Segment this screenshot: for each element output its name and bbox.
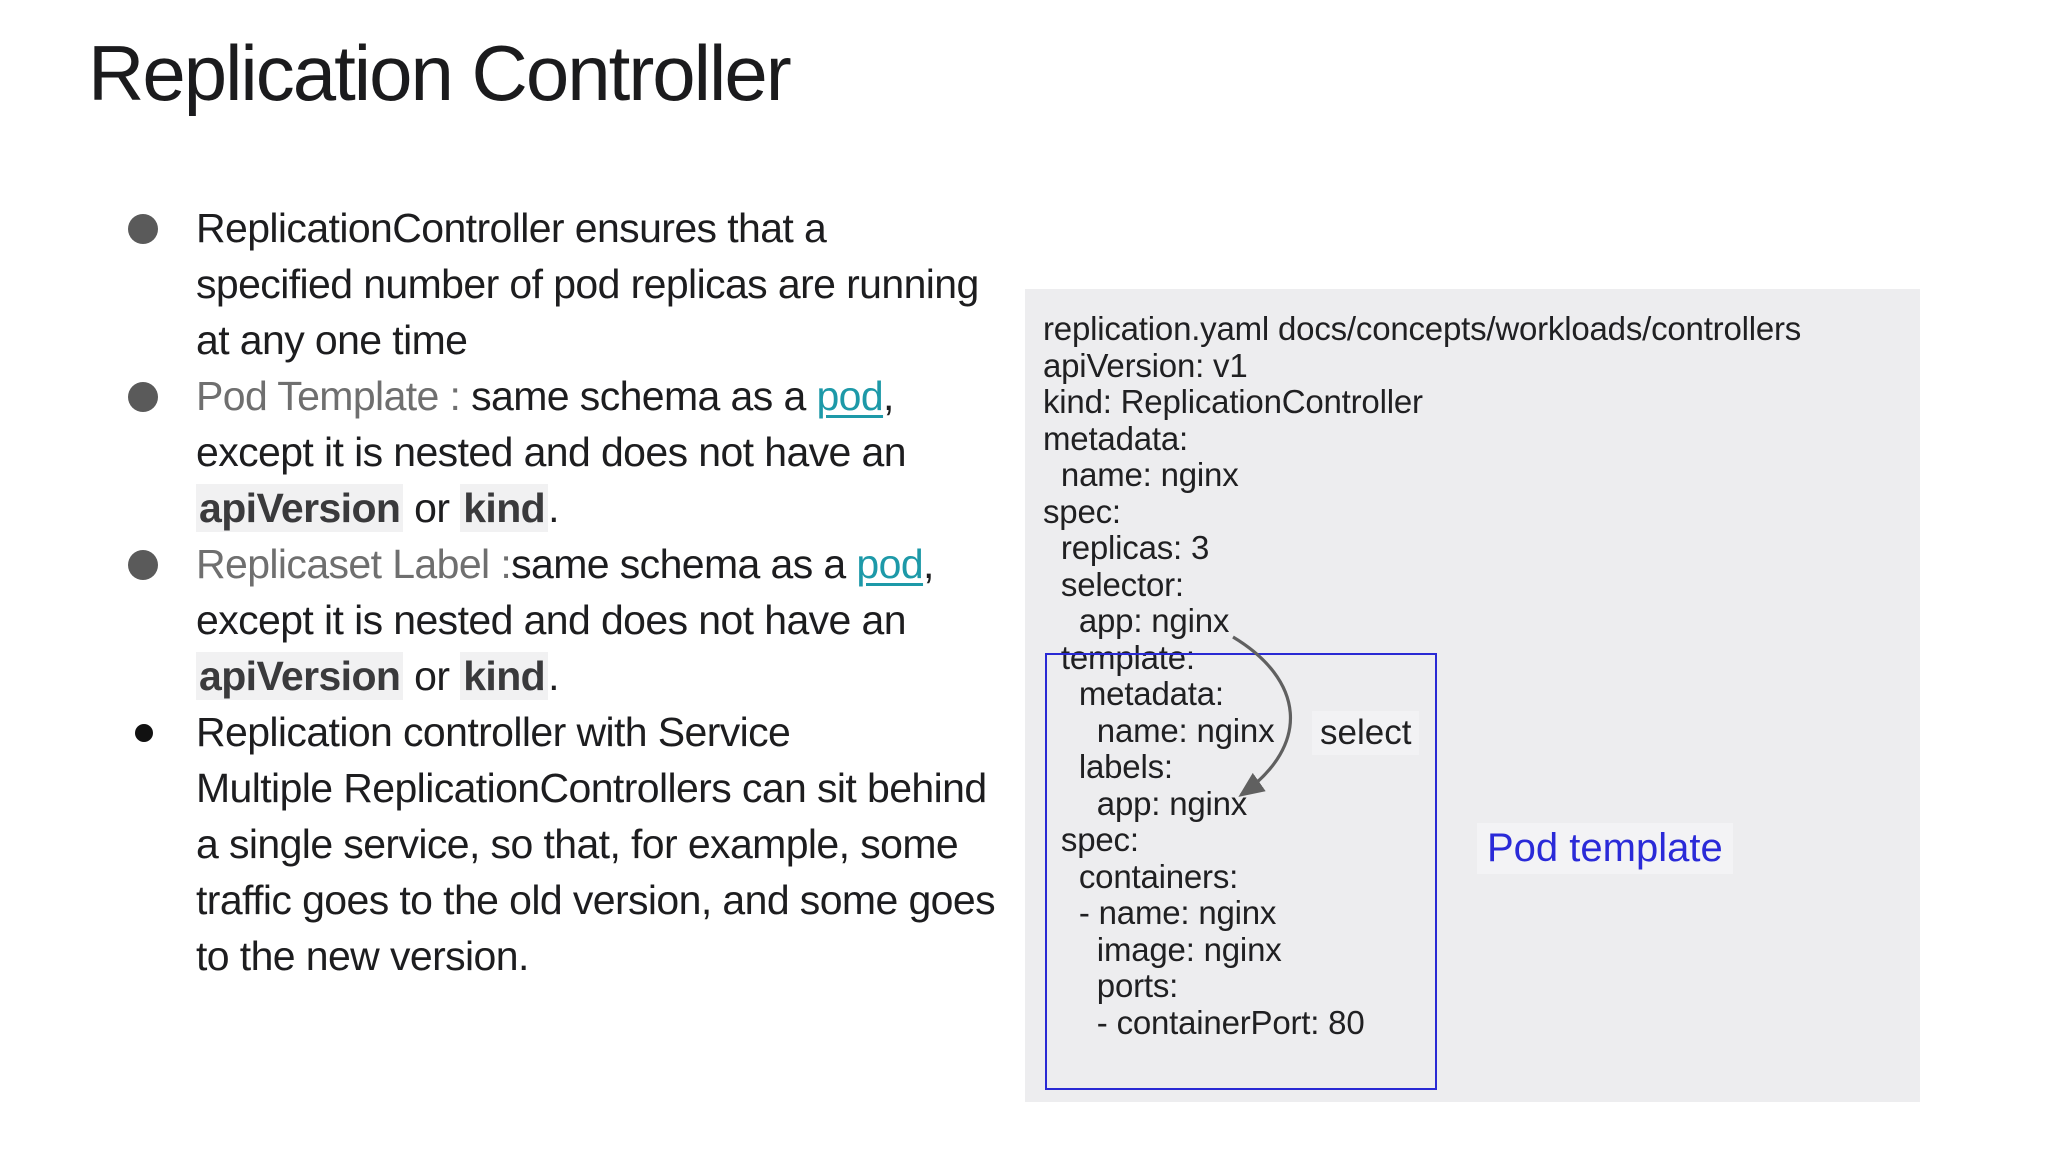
text-segment: except it is nested and does not have an [196, 429, 907, 475]
yaml-line: - name: nginx [1043, 894, 1277, 931]
bullet-line: a single service, so that, for example, … [196, 816, 1048, 872]
bullet-line: Pod Template : same schema as a pod, [196, 368, 1048, 424]
text-segment: to the new version. [196, 933, 529, 979]
text-segment: same schema as a [460, 373, 817, 419]
text-segment: same schema as a [511, 541, 857, 587]
yaml-line: selector: [1043, 565, 1184, 603]
bullet-line: specified number of pod replicas are run… [196, 256, 1048, 312]
pod-link[interactable]: pod [856, 541, 924, 587]
text-segment: . [548, 485, 559, 531]
yaml-line: spec: [1043, 821, 1139, 858]
bullet-line: Multiple ReplicationControllers can sit … [196, 760, 1048, 816]
bullet-line: except it is nested and does not have an [196, 592, 1048, 648]
yaml-line: - containerPort: 80 [1043, 1003, 1365, 1041]
bullet-line: except it is nested and does not have an [196, 424, 1048, 480]
text-segment: at any one time [196, 317, 468, 363]
yaml-line: containers: [1043, 857, 1239, 895]
yaml-line: image: nginx [1043, 930, 1282, 968]
bullet-line: to the new version. [196, 928, 1048, 984]
bullet-line: ReplicationController ensures that a [196, 200, 1048, 256]
text-segment: or [403, 485, 461, 531]
text-segment: specified number of pod replicas are run… [196, 261, 979, 307]
bullet-line: Replication controller with Service [196, 704, 1048, 760]
text-segment: Replicaset Label : [196, 541, 512, 587]
bullet-marker-icon [128, 382, 158, 412]
bullet-marker-icon [128, 550, 158, 580]
text-segment: Multiple ReplicationControllers can sit … [196, 765, 987, 811]
text-segment: apiVersion [196, 652, 404, 700]
text-segment: Pod Template : [196, 373, 461, 419]
text-segment: ReplicationController ensures that a [196, 205, 827, 251]
bullet-item: Pod Template : same schema as a pod, exce… [128, 368, 1048, 536]
pod-template-label: Pod template [1477, 823, 1733, 874]
yaml-line: replicas: 3 [1043, 529, 1210, 566]
yaml-line: name: nginx [1043, 456, 1239, 493]
text-segment: kind [460, 652, 549, 700]
yaml-line: ports: [1043, 967, 1179, 1004]
text-segment: traffic goes to the old version, and som… [196, 877, 996, 923]
yaml-line: template: [1043, 638, 1195, 676]
bullet-line: traffic goes to the old version, and som… [196, 872, 1048, 928]
bullet-line: at any one time [196, 312, 1048, 368]
bullet-item: ReplicationController ensures that a spec… [128, 200, 1048, 368]
bullet-marker-icon [135, 724, 153, 742]
text-segment: or [403, 653, 461, 699]
yaml-line: app: nginx [1043, 602, 1230, 639]
bullet-line: apiVersion or kind. [196, 648, 1048, 704]
yaml-line: metadata: [1043, 419, 1188, 457]
select-label: select [1312, 711, 1420, 755]
text-segment: , [883, 373, 894, 419]
bullet-line: apiVersion or kind. [196, 480, 1048, 536]
yaml-line: apiVersion: v1 [1043, 346, 1248, 384]
text-segment: a single service, so that, for example, … [196, 821, 959, 867]
text-segment: except it is nested and does not have an [196, 597, 907, 643]
yaml-line: kind: ReplicationController [1043, 383, 1423, 420]
text-segment: apiVersion [196, 484, 404, 532]
pod-link[interactable]: pod [816, 373, 884, 419]
yaml-line: labels: [1043, 748, 1173, 785]
yaml-line: spec: [1043, 492, 1121, 530]
bullet-line: Replicaset Label :same schema as a pod, [196, 536, 1048, 592]
page-title: Replication Controller [88, 29, 792, 117]
yaml-line: replication.yaml docs/concepts/workloads… [1043, 310, 1802, 347]
bullet-item: Replicaset Label :same schema as a pod, e… [128, 536, 1048, 704]
text-segment: kind [460, 484, 549, 532]
text-segment: , [923, 541, 934, 587]
bullet-list: ReplicationController ensures that a spec… [128, 200, 1048, 984]
text-segment: . [548, 653, 559, 699]
text-segment: Replication controller with Service [196, 709, 791, 755]
yaml-code-panel: replication.yaml docs/concepts/workloads… [1025, 289, 1920, 1102]
bullet-marker-icon [128, 214, 158, 244]
yaml-line: metadata: [1043, 675, 1224, 712]
yaml-code: replication.yaml docs/concepts/workloads… [1043, 310, 1802, 1041]
